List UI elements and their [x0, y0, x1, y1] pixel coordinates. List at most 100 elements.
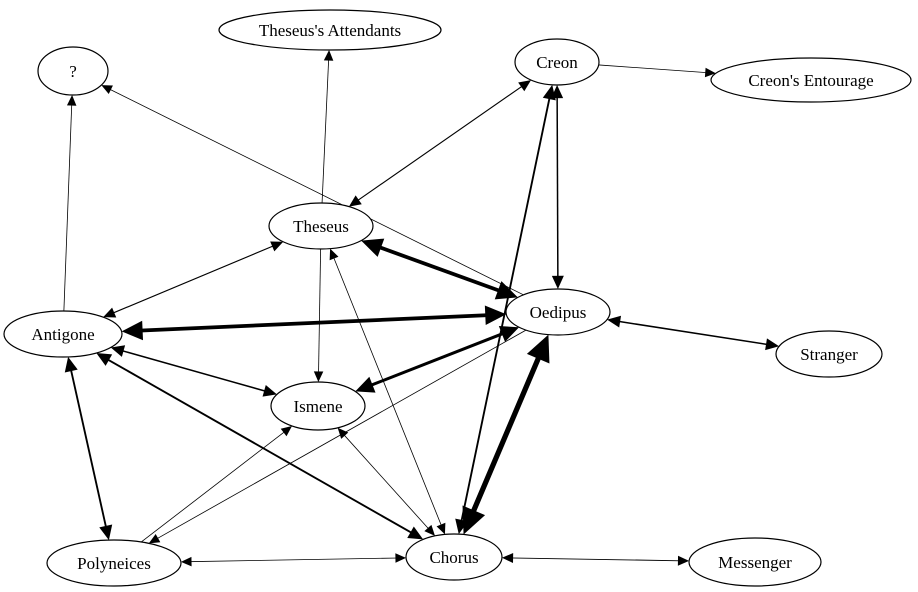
node-theseus-attendants: Theseus's Attendants — [218, 9, 442, 51]
edges-layer — [63, 49, 780, 567]
edge-line — [366, 330, 508, 389]
arrowhead-theseus — [348, 195, 362, 207]
arrowhead-oedipus — [551, 275, 564, 290]
edge-line — [355, 84, 525, 203]
edge-oedipus-ismene — [355, 326, 520, 393]
node-label: Antigone — [31, 325, 94, 344]
arrowhead-creon_entourage — [704, 67, 716, 78]
edge-theseus-ismene — [313, 248, 324, 383]
edge-theseus-chorus — [329, 248, 446, 535]
edge-oedipus-stranger — [607, 315, 780, 351]
arrowhead-oedipus — [484, 305, 507, 325]
edge-line — [321, 57, 330, 204]
arrowhead-theseus — [329, 248, 339, 261]
arrowhead-polyneices — [148, 533, 161, 544]
node-chorus: Chorus — [405, 533, 503, 581]
edge-oedipus-chorus — [462, 334, 550, 535]
node-question: ? — [37, 46, 109, 96]
arrowhead-ismene — [337, 427, 349, 439]
edge-line — [318, 248, 322, 375]
edge-line — [104, 357, 415, 536]
node-creon: Creon — [514, 38, 600, 86]
arrowhead-chorus — [462, 505, 486, 535]
edge-line — [342, 433, 431, 531]
node-ellipse — [3, 310, 123, 358]
node-messenger: Messenger — [688, 537, 822, 587]
edge-line — [119, 349, 269, 393]
arrowhead-chorus — [424, 524, 435, 536]
node-label: Theseus's Attendants — [259, 21, 401, 40]
node-ellipse — [775, 330, 883, 378]
node-polyneices: Polyneices — [46, 539, 182, 587]
node-creon-entourage: Creon's Entourage — [710, 57, 912, 103]
edge-line — [509, 557, 682, 562]
edge-oedipus-question — [101, 85, 524, 296]
arrowhead-polyneices — [99, 524, 113, 541]
node-ismene: Ismene — [270, 381, 366, 431]
edge-line — [69, 366, 108, 531]
node-ellipse — [218, 9, 442, 51]
edge-line — [332, 255, 443, 528]
edge-antigone-question — [63, 94, 77, 312]
arrowhead-chorus — [436, 522, 446, 535]
node-ellipse — [268, 202, 374, 250]
arrowhead-antigone — [110, 345, 126, 357]
arrowhead-ismene — [313, 371, 324, 383]
node-ellipse — [688, 537, 822, 587]
edge-line — [63, 102, 73, 312]
edge-polyneices-chorus — [180, 553, 407, 567]
arrowhead-creon — [518, 80, 532, 92]
arrowhead-antigone — [121, 320, 144, 341]
arrowhead-ismene — [355, 376, 376, 393]
edge-line — [556, 94, 559, 280]
edge-creon-oedipus — [551, 84, 564, 290]
node-ellipse — [505, 288, 611, 336]
node-label: Polyneices — [77, 554, 151, 573]
edge-line — [110, 244, 276, 315]
arrowhead-messenger — [677, 555, 690, 566]
edge-line — [616, 320, 771, 346]
arrowhead-chorus — [407, 526, 424, 540]
arrowhead-antigone — [64, 356, 78, 373]
node-label: Messenger — [718, 553, 792, 572]
edge-line — [459, 94, 552, 525]
arrowhead-antigone — [96, 352, 113, 366]
arrowhead-ismene — [262, 385, 277, 397]
node-ellipse — [37, 46, 109, 96]
node-label: Chorus — [429, 548, 478, 567]
arrowhead-polyneices — [180, 556, 192, 567]
edge-line — [136, 313, 492, 333]
node-label: Creon's Entourage — [748, 71, 873, 90]
edge-line — [141, 430, 287, 543]
edge-ismene-chorus — [337, 427, 435, 536]
node-oedipus: Oedipus — [505, 288, 611, 336]
edge-line — [107, 88, 524, 296]
arrowhead-antigone — [103, 307, 117, 318]
arrowhead-oedipus — [526, 334, 550, 364]
edge-antigone-ismene — [110, 345, 277, 397]
edge-polyneices-ismene — [141, 425, 293, 543]
edge-theseus-creon — [348, 80, 532, 207]
arrowhead-theseus_attendants — [323, 49, 334, 61]
node-label: Stranger — [800, 345, 858, 364]
node-ellipse — [46, 539, 182, 587]
arrowhead-oedipus — [494, 281, 518, 300]
node-label: Oedipus — [530, 303, 587, 322]
node-stranger: Stranger — [775, 330, 883, 378]
edge-line — [598, 64, 709, 74]
edge-line — [468, 350, 544, 519]
node-ellipse — [270, 381, 366, 431]
node-label: Creon — [536, 53, 578, 72]
node-antigone: Antigone — [3, 310, 123, 358]
edge-chorus-messenger — [501, 552, 690, 566]
node-theseus: Theseus — [268, 202, 374, 250]
arrowhead-ismene — [280, 425, 293, 437]
arrowhead-theseus — [361, 238, 385, 257]
edge-creon-chorus — [455, 84, 556, 535]
arrowhead-chorus — [501, 552, 514, 563]
edge-theseus-theseus_attendants — [321, 49, 334, 204]
node-label: Ismene — [293, 397, 342, 416]
node-ellipse — [405, 533, 503, 581]
arrowhead-question — [101, 85, 113, 95]
